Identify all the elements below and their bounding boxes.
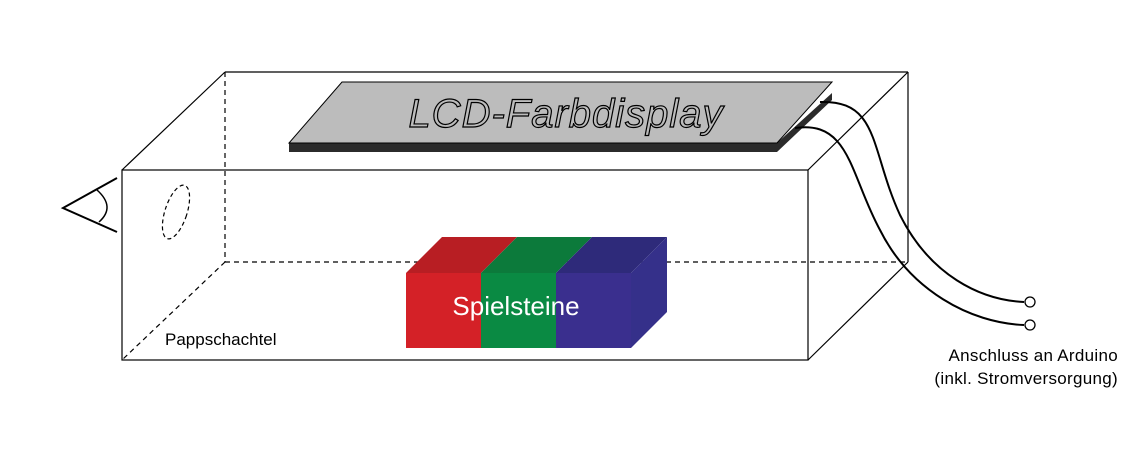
green-block — [481, 273, 556, 348]
blue-block — [556, 273, 631, 348]
box-back-left-bottom-edge — [121, 261, 226, 361]
box-label: Pappschachtel — [165, 330, 277, 349]
lcd-display — [287, 81, 834, 152]
lcd-display-face — [287, 81, 834, 144]
game-blocks — [406, 237, 667, 348]
connection-label-line2: (inkl. Stromversorgung) — [934, 369, 1118, 388]
red-block — [406, 273, 481, 348]
peephole-icon — [161, 184, 191, 240]
green-block-top — [481, 237, 592, 273]
lcd-display-label: LCD-Farbdisplay — [408, 92, 725, 136]
lcd-display-base — [289, 93, 832, 152]
eye-icon — [60, 177, 118, 233]
box-front-face — [121, 169, 809, 361]
red-block-top — [406, 237, 517, 273]
cables — [794, 100, 1025, 326]
terminal-icon — [1024, 319, 1036, 331]
blue-block-side — [631, 237, 667, 348]
box-hidden-edges — [121, 72, 908, 361]
terminal-icon — [1024, 296, 1036, 308]
blue-block-top — [556, 237, 667, 273]
cable-1 — [819, 100, 1025, 303]
cable-terminals — [1024, 296, 1036, 331]
cable-2 — [794, 126, 1025, 326]
connection-label-line1: Anschluss an Arduino — [949, 346, 1119, 365]
box-top-left-edge — [121, 71, 226, 171]
box-right-bottom-edge — [807, 261, 909, 361]
blocks-label: Spielsteine — [452, 291, 579, 321]
box-top-right-edge — [807, 71, 909, 171]
